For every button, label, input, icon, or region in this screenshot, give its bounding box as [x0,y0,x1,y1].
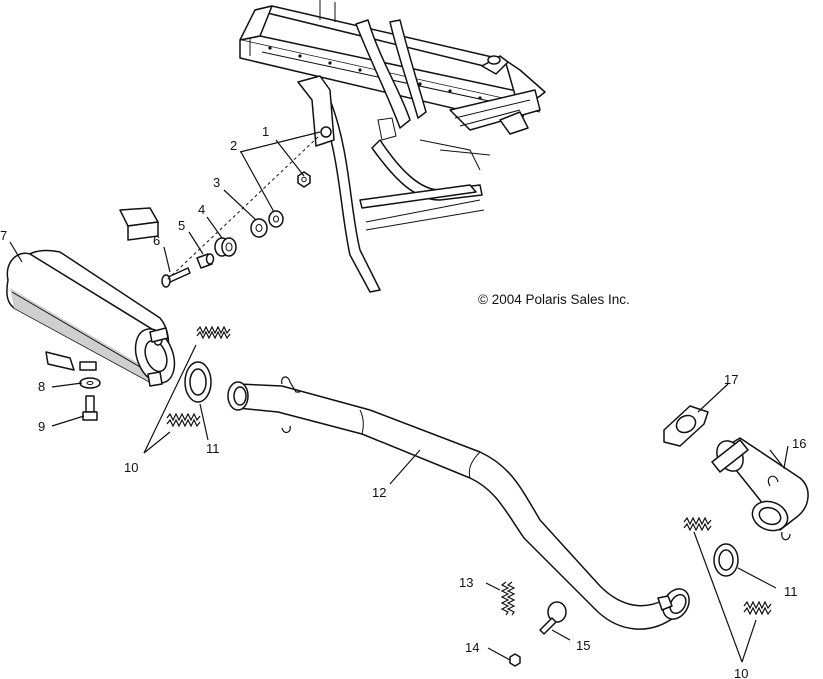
copyright-notice: © 2004 Polaris Sales Inc. [478,292,630,307]
gasket-part-11-right [713,543,739,577]
nut-part-1 [297,171,311,188]
head-pipe-part-12 [227,376,690,630]
bolt-part-9 [82,395,98,421]
callout-9: 9 [38,419,45,434]
washer-part-3 [250,218,268,238]
callout-13: 13 [459,575,473,590]
spring-part-10-right-lower [743,600,772,616]
callout-3: 3 [213,175,220,190]
elbow-pipe-part-16 [711,437,809,541]
callout-14: 14 [465,640,479,655]
callout-17: 17 [724,372,738,387]
callout-10-left: 10 [124,460,138,475]
callout-1: 1 [262,124,269,139]
washer-part-2 [268,210,284,228]
callout-15: 15 [576,638,590,653]
spring-part-10-upper [196,325,231,340]
spring-part-13 [500,581,516,616]
frame-assembly [239,0,546,293]
spring-part-10-lower [166,412,201,428]
callout-11-right: 11 [784,584,798,599]
plug-part-15 [539,601,567,635]
bolt-part-6 [161,267,191,288]
callout-7: 7 [0,228,7,243]
callout-8: 8 [38,379,45,394]
gasket-part-17 [663,405,709,447]
callout-labels: 1 2 3 4 5 6 7 8 9 10 11 12 13 14 15 16 1… [0,124,806,679]
grommet-part-4 [214,237,237,257]
callout-5: 5 [178,218,185,233]
nut-part-14 [509,653,521,667]
callout-11-left: 11 [206,441,220,456]
muffler-part-7 [6,207,176,387]
leader-lines [9,131,789,663]
callout-16: 16 [792,436,806,451]
gasket-part-11-left [184,361,212,403]
washer-part-8 [79,377,101,389]
callout-4: 4 [198,202,205,217]
sleeve-part-5 [196,253,215,269]
spring-part-10-right-upper [683,516,712,532]
callout-10-right: 10 [734,666,748,679]
callout-6: 6 [153,233,160,248]
callout-2: 2 [230,138,237,153]
callout-12: 12 [372,485,386,500]
